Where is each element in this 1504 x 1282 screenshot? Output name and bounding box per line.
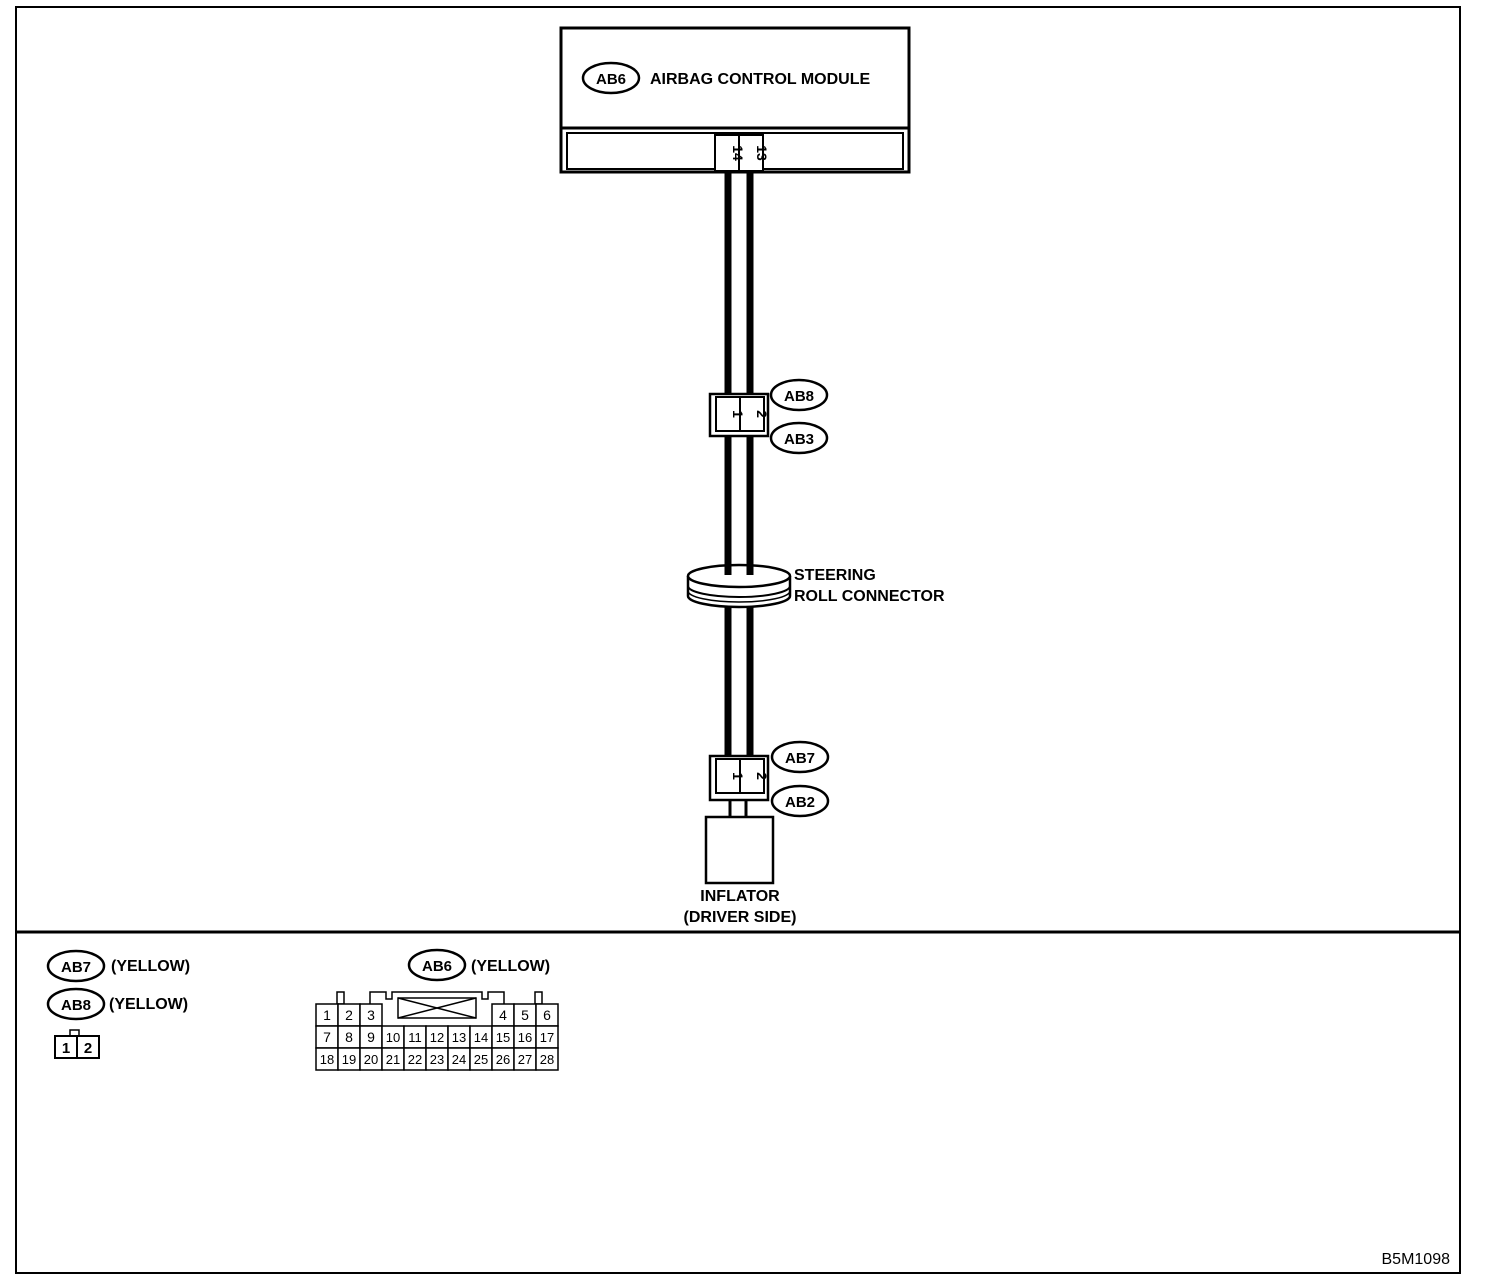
legend-ab7-badge	[46, 949, 106, 983]
ab6-pin-27: 27	[518, 1052, 532, 1067]
ab6-pin-2: 2	[345, 1007, 353, 1023]
airbag-control-module: AB6 AIRBAG CONTROL MODULE 14 13	[559, 26, 911, 174]
ab6-pin-7: 7	[323, 1029, 331, 1045]
ab6-pin-3: 3	[367, 1007, 375, 1023]
ab6-pin-18: 18	[320, 1052, 334, 1067]
ab6-pin-28: 28	[540, 1052, 554, 1067]
connector-ab8-ab3: 1 2 AB8 AB3	[708, 378, 829, 455]
figure-code: B5M1098	[1382, 1251, 1451, 1268]
ab8-pin-1: 1	[730, 410, 746, 418]
ab2-badge	[770, 784, 830, 818]
wire-harness	[724, 172, 754, 818]
module-pin-13: 13	[754, 145, 770, 161]
two-pin-connector-face: 1 2	[54, 1029, 100, 1059]
ab6-badge-text: AB6	[596, 71, 626, 88]
ab6-pin-13: 13	[452, 1030, 466, 1045]
ab6-pin-15: 15	[496, 1030, 510, 1045]
ab6-pin-19: 19	[342, 1052, 356, 1067]
ab6-pin-6: 6	[543, 1007, 551, 1023]
ab6-pin-10: 10	[386, 1030, 400, 1045]
module-pin-14: 14	[730, 145, 746, 161]
ab2-badge-text: AB2	[785, 794, 815, 811]
legend-ab8-id: AB8	[61, 997, 91, 1014]
inflator: INFLATOR (DRIVER SIDE)	[684, 815, 797, 926]
legend-ab6-color: (YELLOW)	[471, 958, 550, 975]
ab6-pin-22: 22	[408, 1052, 422, 1067]
module-title: AIRBAG CONTROL MODULE	[650, 71, 870, 88]
inflator-label-1: INFLATOR	[700, 888, 780, 905]
ab6-pin-5: 5	[521, 1007, 529, 1023]
two-pin-2: 2	[84, 1040, 92, 1057]
ab7-badge	[770, 740, 830, 774]
ab6-pin-26: 26	[496, 1052, 510, 1067]
legend-ab7-id: AB7	[61, 959, 91, 976]
ab6-pin-11: 11	[408, 1030, 422, 1045]
ab6-pin-21: 21	[386, 1052, 400, 1067]
ab6-pin-17: 17	[540, 1030, 554, 1045]
connector-legend: AB7 (YELLOW) AB8 (YELLOW) 1 2 AB6 (YELLO…	[46, 948, 559, 1071]
ab8-pin-2: 2	[754, 410, 770, 418]
ab6-pin-23: 23	[430, 1052, 444, 1067]
legend-ab6-badge	[407, 948, 467, 982]
legend-ab8-color: (YELLOW)	[109, 996, 188, 1013]
inflator-label-2: (DRIVER SIDE)	[684, 909, 797, 926]
diagram-frame	[15, 6, 1461, 1274]
ab6-pin-cell	[535, 1047, 559, 1071]
legend-ab7-color: (YELLOW)	[111, 958, 190, 975]
ab6-pin-4: 4	[499, 1007, 507, 1023]
ab6-pin-16: 16	[518, 1030, 532, 1045]
legend-ab6-id: AB6	[422, 958, 452, 975]
connector-ab7-ab2: 1 2 AB7 AB2	[708, 740, 830, 818]
ab6-pin-8: 8	[345, 1029, 353, 1045]
ab6-pin-9: 9	[367, 1029, 375, 1045]
ab6-pin-25: 25	[474, 1052, 488, 1067]
roll-connector-label-2: ROLL CONNECTOR	[794, 588, 945, 605]
ab3-badge	[769, 421, 829, 455]
ab8-badge	[769, 378, 829, 412]
ab6-pin-24: 24	[452, 1052, 466, 1067]
legend-ab8-badge	[46, 987, 106, 1021]
ab8-badge-text: AB8	[784, 388, 814, 405]
two-pin-1: 1	[62, 1040, 70, 1057]
ab6-pin-20: 20	[364, 1052, 378, 1067]
ab6-pin-1: 1	[323, 1007, 331, 1023]
ab6-pin-14: 14	[474, 1030, 488, 1045]
roll-connector-label-1: STEERING	[794, 567, 876, 584]
ab7-badge-text: AB7	[785, 750, 815, 767]
ab7-pin-2: 2	[754, 772, 770, 780]
ab6-pin-12: 12	[430, 1030, 444, 1045]
steering-roll-connector: STEERING ROLL CONNECTOR	[686, 563, 945, 609]
ab3-badge-text: AB3	[784, 431, 814, 448]
ab7-pin-1: 1	[730, 772, 746, 780]
ab6-badge	[581, 61, 641, 95]
